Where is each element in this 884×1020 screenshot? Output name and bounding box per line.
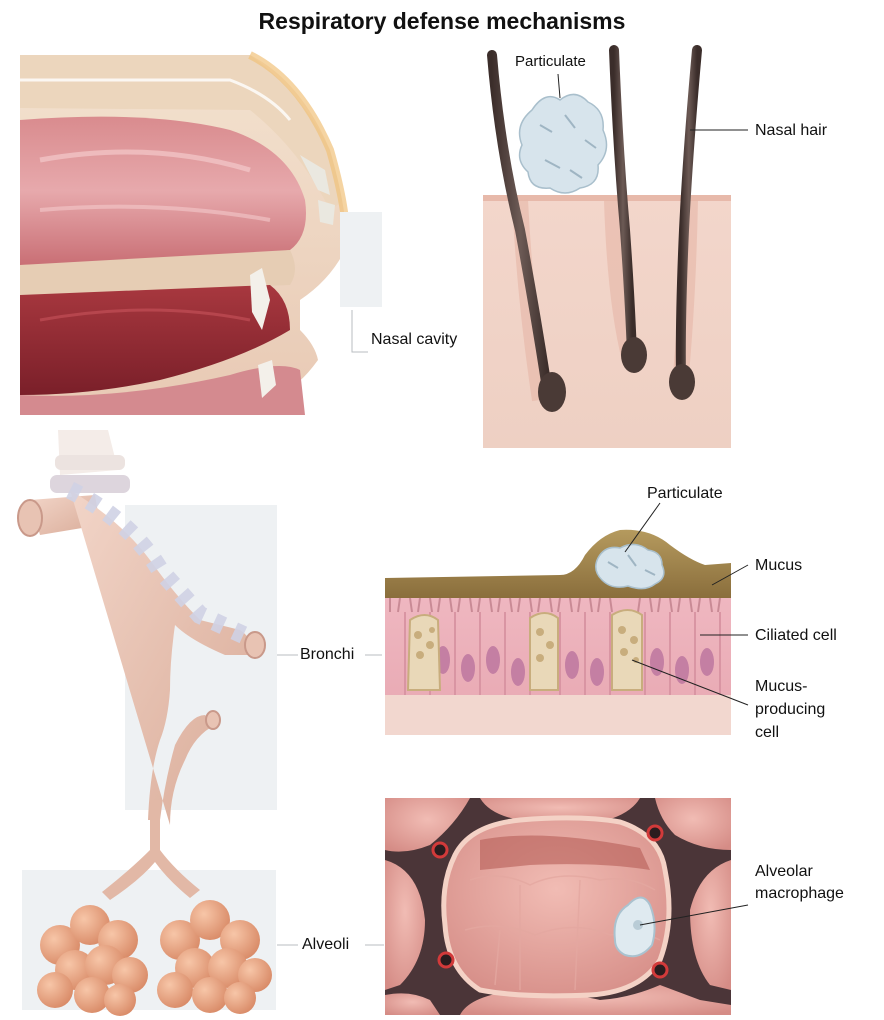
label-particulate-bronchi: Particulate xyxy=(647,484,723,504)
label-alveolar-line1: Alveolar xyxy=(755,862,813,882)
label-alveolar-line2: macrophage xyxy=(755,884,844,904)
alveoli-panel xyxy=(385,798,748,1015)
nasal-hair-panel xyxy=(483,50,748,448)
label-mucus-producing-line3: cell xyxy=(755,723,779,743)
particulate-nasal xyxy=(520,94,607,193)
label-ciliated-cell: Ciliated cell xyxy=(755,626,837,646)
label-nasal-hair: Nasal hair xyxy=(755,121,827,141)
label-alveoli: Alveoli xyxy=(302,935,349,955)
label-nasal-cavity: Nasal cavity xyxy=(371,330,457,350)
airway-tree xyxy=(18,430,384,1016)
label-mucus: Mucus xyxy=(755,556,802,576)
bronchi-panel xyxy=(385,503,748,735)
label-mucus-producing-line2: producing xyxy=(755,700,825,720)
nasal-cross-section xyxy=(20,55,382,415)
label-mucus-producing-line1: Mucus- xyxy=(755,677,807,697)
label-particulate-nasal: Particulate xyxy=(515,52,586,72)
label-bronchi: Bronchi xyxy=(300,645,354,665)
particulate-bronchi xyxy=(596,544,664,588)
